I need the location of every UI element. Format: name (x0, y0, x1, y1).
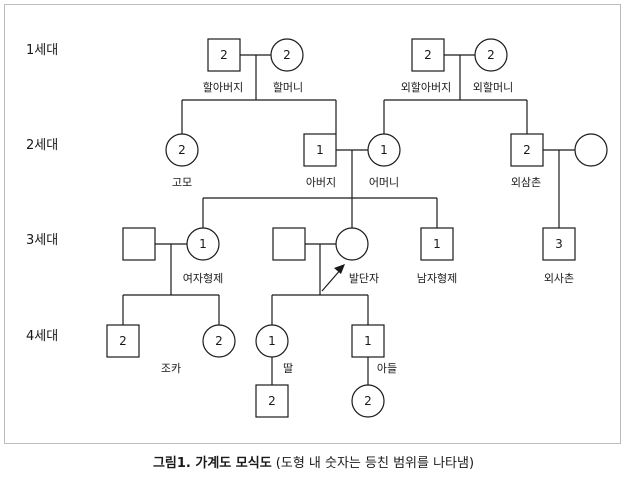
proband-node (335, 227, 369, 261)
svg-text:2: 2 (283, 48, 291, 62)
brother-node: 1 (420, 227, 454, 261)
svg-text:1: 1 (316, 143, 324, 157)
grandmother-label: 할머니 (273, 81, 303, 94)
cousin-node: 3 (542, 227, 576, 261)
svg-text:2: 2 (424, 48, 432, 62)
svg-text:1: 1 (268, 334, 276, 348)
figure-caption: 그림1. 가계도 모식도 (도형 내 숫자는 등친 범위를 나타냄) (0, 452, 627, 471)
mother-label: 어머니 (369, 176, 399, 189)
figure-frame (4, 4, 621, 444)
niece-node: 2 (202, 324, 236, 358)
proband-arrow-icon (334, 264, 345, 274)
father-label: 아버지 (306, 176, 336, 189)
svg-text:1: 1 (199, 237, 207, 251)
proband-spouse-node (272, 227, 306, 261)
father-node: 1 (303, 133, 337, 167)
generation-label-2: 2세대 (26, 138, 58, 153)
grandson-node: 2 (255, 384, 289, 418)
connector-lines (122, 54, 575, 385)
maternal-uncle-node: 2 (510, 133, 544, 167)
caption-title: 그림1. 가계도 모식도 (152, 456, 272, 471)
cousin-label: 외사촌 (544, 272, 574, 285)
maternal-uncle-label: 외삼촌 (511, 176, 541, 189)
aunt-label: 고모 (172, 176, 192, 189)
caption-note: (도형 내 숫자는 등친 범위를 나타냄) (275, 456, 475, 471)
mother-node: 1 (367, 133, 401, 167)
brother-label: 남자형제 (417, 272, 457, 285)
maternal-uncle-spouse-node (574, 133, 608, 167)
granddaughter-node: 2 (351, 384, 385, 418)
grandmother-node: 2 (270, 38, 304, 72)
maternal-grandfather-node: 2 (411, 38, 445, 72)
svg-text:1: 1 (364, 334, 372, 348)
sister-spouse-node (122, 227, 156, 261)
svg-text:2: 2 (523, 143, 531, 157)
maternal-grandmother-node: 2 (474, 38, 508, 72)
grandfather-label: 할아버지 (203, 81, 243, 94)
daughter-label: 딸 (283, 362, 293, 375)
svg-text:2: 2 (268, 394, 276, 408)
sister-node: 1 (186, 227, 220, 261)
daughter-node: 1 (255, 324, 289, 358)
son-node: 1 (351, 324, 385, 358)
maternal-grandfather-label: 외할아버지 (401, 81, 452, 94)
proband-label: 발단자 (349, 272, 379, 285)
nephew-niece-label: 조카 (161, 362, 181, 375)
svg-text:2: 2 (215, 334, 223, 348)
aunt-node: 2 (165, 133, 199, 167)
svg-text:3: 3 (555, 237, 563, 251)
grandfather-node: 2 (207, 38, 241, 72)
svg-text:2: 2 (178, 143, 186, 157)
svg-text:2: 2 (364, 394, 372, 408)
generation-label-1: 1세대 (26, 43, 58, 58)
svg-text:2: 2 (119, 334, 127, 348)
sister-label: 여자형제 (183, 272, 223, 285)
generation-label-4: 4세대 (26, 329, 58, 344)
generation-label-3: 3세대 (26, 233, 58, 248)
svg-text:2: 2 (220, 48, 228, 62)
svg-text:1: 1 (380, 143, 388, 157)
svg-text:1: 1 (433, 237, 441, 251)
nephew-node: 2 (106, 324, 140, 358)
maternal-grandmother-label: 외할머니 (473, 81, 513, 94)
svg-text:2: 2 (487, 48, 495, 62)
son-label: 아들 (377, 362, 397, 375)
